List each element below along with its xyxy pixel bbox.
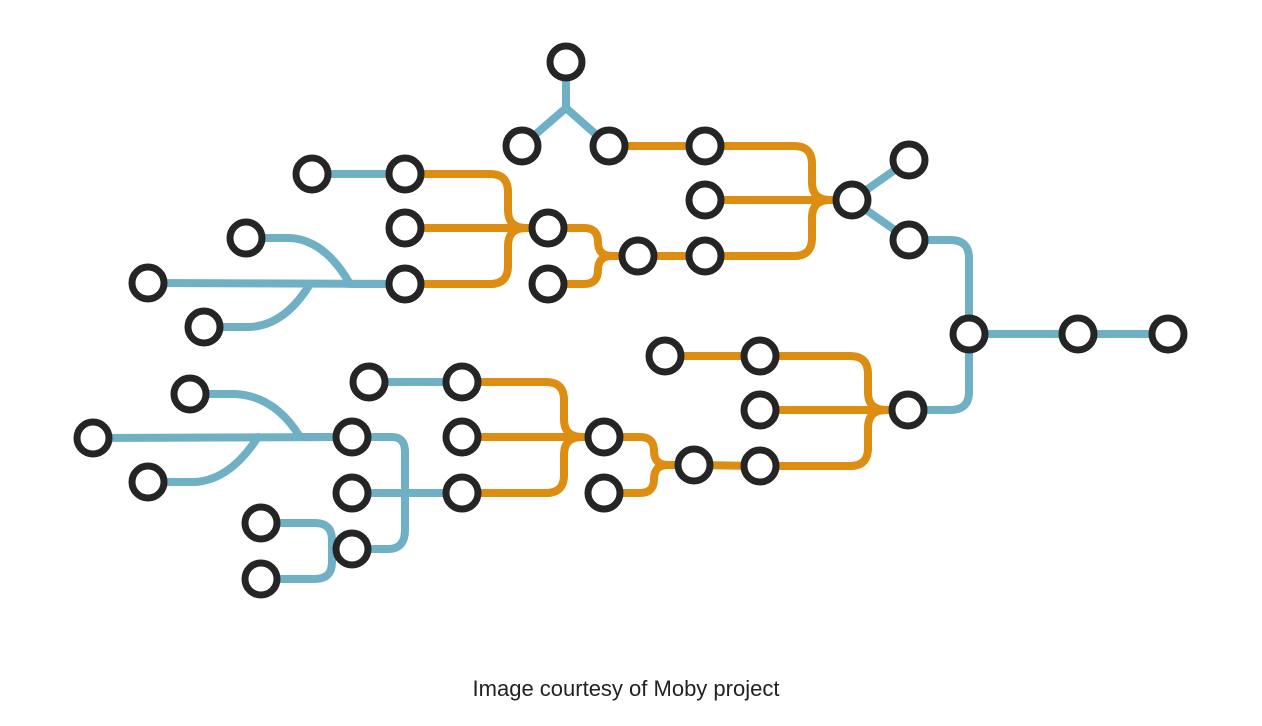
node-n18 [528, 208, 568, 248]
node-n03 [589, 126, 629, 166]
edge-n19-n20 [544, 252, 642, 288]
node-n27 [740, 446, 780, 486]
edge-n15-n18 [401, 170, 552, 232]
node-n21 [226, 218, 266, 258]
node-n19 [528, 264, 568, 304]
nodes-layer [73, 42, 1188, 599]
node-n14 [292, 154, 332, 194]
node-n43 [241, 559, 281, 599]
node-n06 [685, 236, 725, 276]
node-n08 [889, 140, 929, 180]
node-n26 [740, 390, 780, 430]
node-n01 [546, 42, 586, 82]
node-n04 [685, 126, 725, 166]
edge-n42-n41 [257, 519, 356, 553]
node-n31 [442, 417, 482, 457]
edge-n34-n35 [600, 461, 698, 497]
edges-layer [89, 58, 1172, 583]
node-n24 [645, 336, 685, 376]
edge-n36-n39 [186, 390, 356, 441]
node-n32 [442, 473, 482, 513]
edge-n22-n17 [144, 279, 409, 288]
node-n30 [442, 362, 482, 402]
node-n22 [128, 263, 168, 303]
edge-n21-n17 [242, 234, 409, 288]
edge-n23-n17 [200, 280, 314, 331]
edge-n25-n28 [756, 352, 912, 414]
node-n42 [241, 503, 281, 543]
node-n20 [618, 236, 658, 276]
node-n41 [332, 529, 372, 569]
node-n37 [73, 418, 113, 458]
edge-n28-n12 [904, 330, 973, 414]
node-n33 [584, 417, 624, 457]
node-n28 [888, 390, 928, 430]
node-n35 [674, 445, 714, 485]
edge-n04-n07 [701, 142, 856, 204]
image-caption: Image courtesy of Moby project [472, 676, 780, 701]
node-n38 [128, 462, 168, 502]
node-n25 [740, 336, 780, 376]
edge-n17-n18 [401, 224, 552, 288]
node-n09 [889, 220, 929, 260]
edge-n37-n39 [89, 433, 356, 442]
node-n11 [1058, 314, 1098, 354]
edge-n06-n07 [701, 196, 856, 260]
node-n10 [949, 314, 989, 354]
node-n16 [385, 208, 425, 248]
node-n15 [385, 154, 425, 194]
node-n29 [349, 362, 389, 402]
node-n34 [584, 473, 624, 513]
node-n23 [184, 307, 224, 347]
edge-n30-n33 [458, 378, 608, 441]
node-n12 [1148, 314, 1188, 354]
node-n02 [502, 126, 542, 166]
edge-n09-n10 [905, 236, 973, 338]
node-n36 [170, 374, 210, 414]
edge-n27-n28 [756, 406, 912, 470]
node-n39 [332, 417, 372, 457]
node-n07 [832, 180, 872, 220]
node-n05 [685, 180, 725, 220]
edge-n38-n39 [144, 433, 262, 486]
node-n17 [385, 264, 425, 304]
node-n40 [332, 473, 372, 513]
edge-n43-n41 [257, 545, 336, 583]
edge-n32-n33 [458, 433, 608, 497]
